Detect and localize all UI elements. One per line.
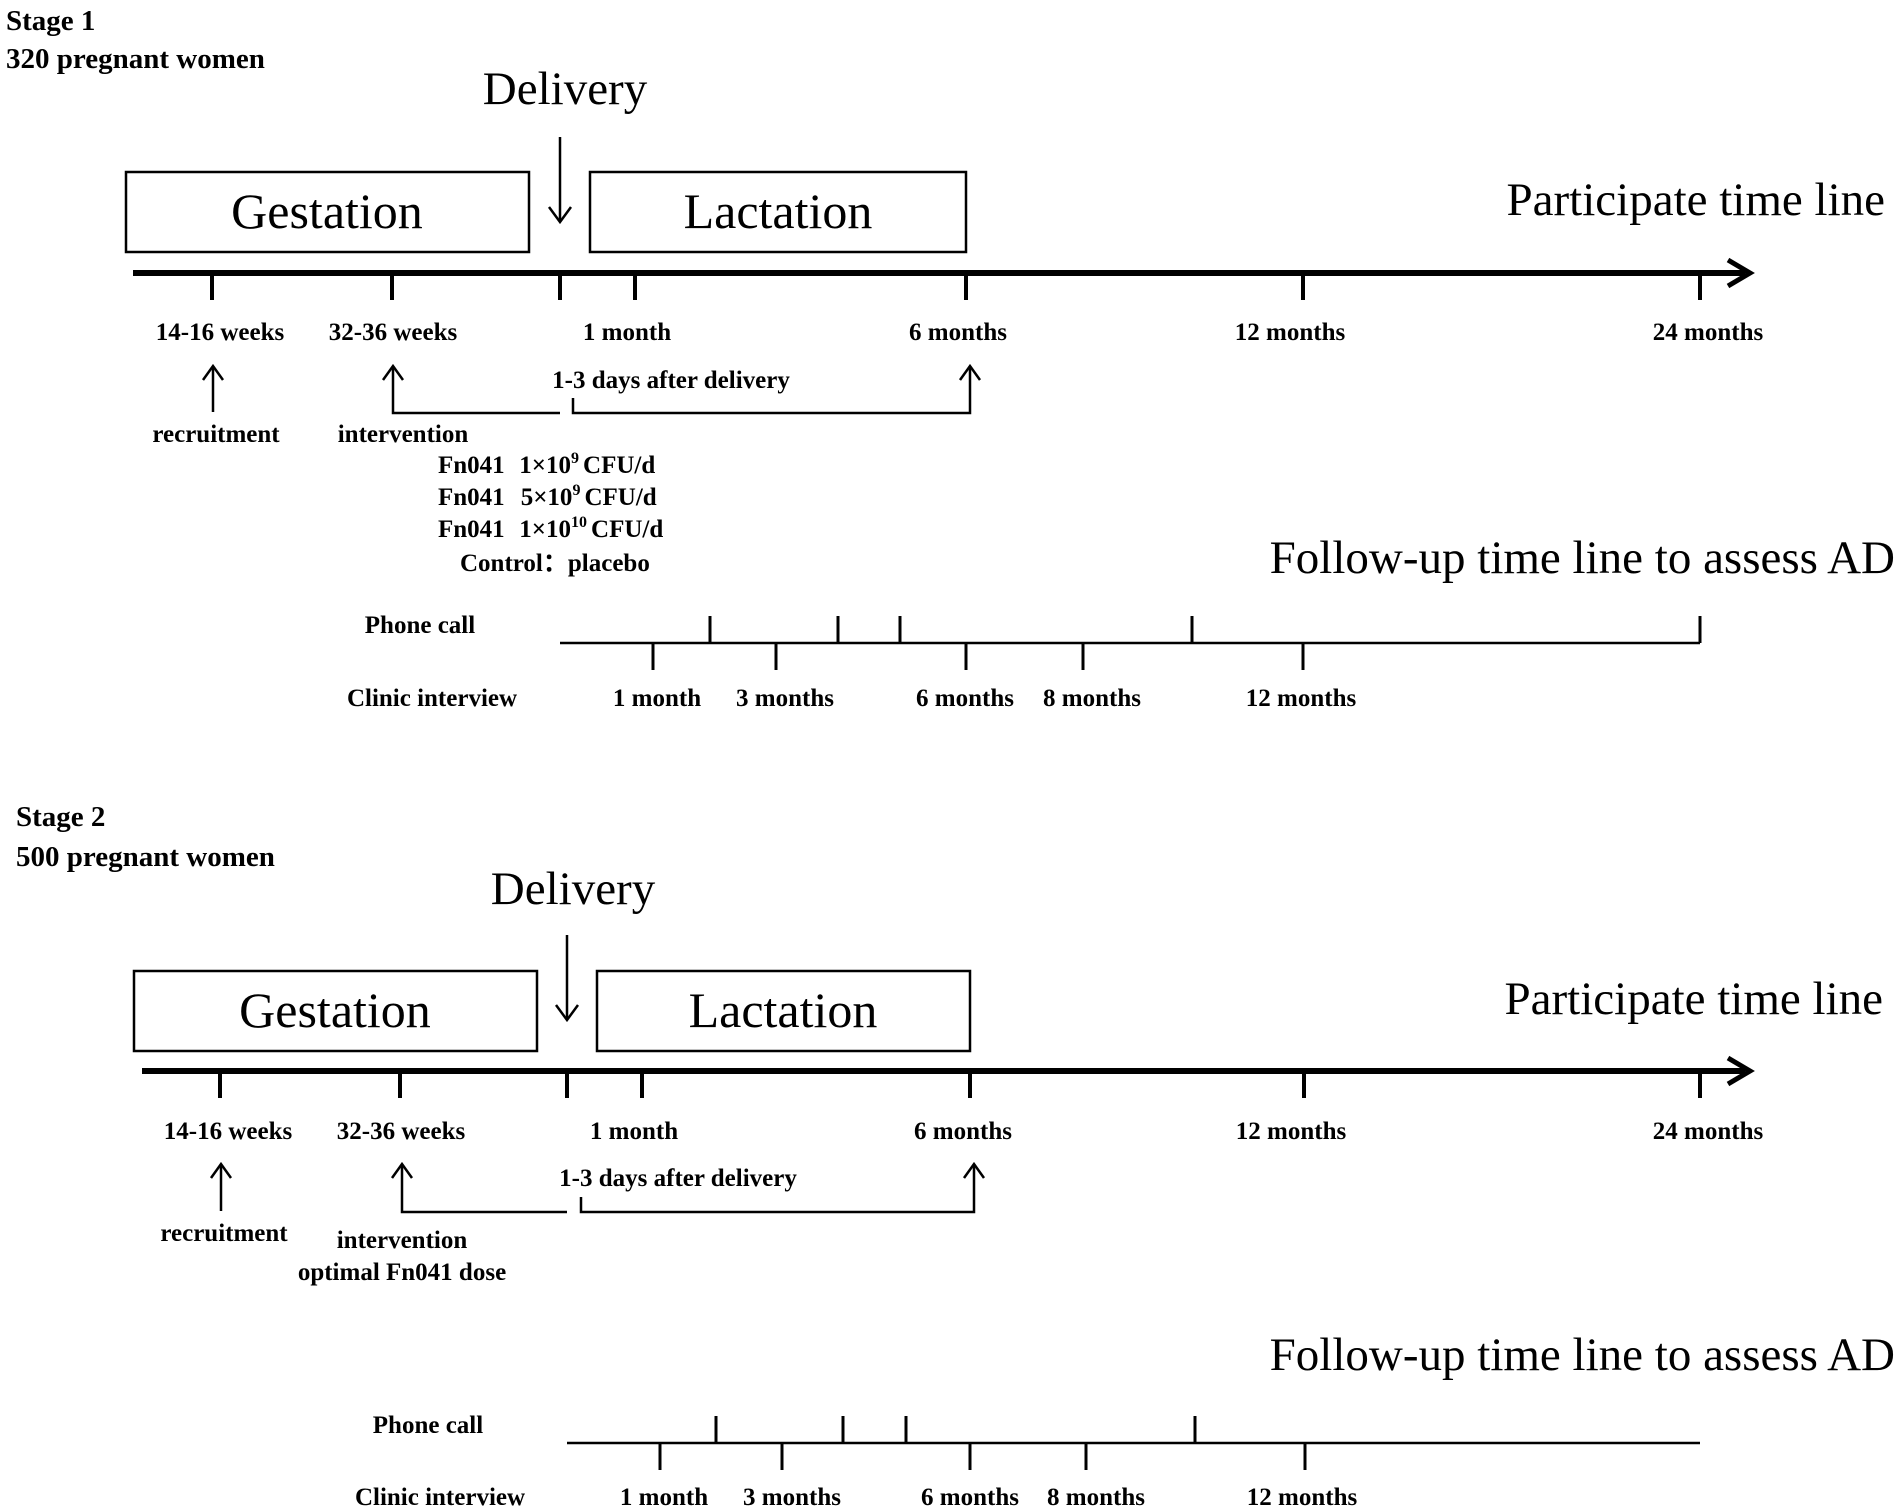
delivery-label: Delivery [483, 63, 648, 115]
stage-label: Stage 1 [6, 5, 95, 37]
tick-label: 6 months [921, 1484, 1019, 1511]
recruitment-label: recruitment [152, 421, 280, 448]
tick-label: 12 months [1246, 685, 1357, 712]
gestation-label: Gestation [239, 982, 431, 1038]
intervention-label: intervention [338, 421, 469, 448]
participate-timeline-title: Participate time line [1505, 973, 1883, 1025]
delivery-arrowhead [554, 1004, 580, 1023]
participate-ticks [210, 273, 1702, 300]
tick-label: 6 months [909, 319, 1007, 346]
stage-label: Stage 2 [16, 801, 105, 833]
lactation-label: Lactation [684, 183, 873, 239]
followup-timeline-title: Follow-up time line to assess AD [1270, 1329, 1895, 1381]
lactation-label: Lactation [689, 982, 878, 1038]
tick-label: 6 months [914, 1118, 1012, 1145]
intervention-label: intervention [337, 1227, 468, 1254]
tick-label: 14-16 weeks [156, 319, 285, 346]
participants-label: 500 pregnant women [16, 841, 275, 873]
lactation-box [595, 969, 972, 1053]
lactation-bracket [571, 366, 972, 415]
participate-tick-labels: 14-16 weeks 32-36 weeks 1 month 6 months… [156, 319, 1764, 346]
control-item: Control：placebo [460, 550, 650, 577]
optimal-dose-label: optimal Fn041 dose [298, 1259, 506, 1286]
clinic-interview-tick-labels: 1 month 3 months 6 months 8 months 12 mo… [620, 1484, 1358, 1511]
after-delivery-label: 1-3 days after delivery [559, 1165, 797, 1192]
tick-label: 32-36 weeks [329, 319, 458, 346]
clinic-interview-label: Clinic interview [355, 1484, 525, 1511]
lactation-box [588, 170, 968, 254]
participate-timeline-title: Participate time line [1507, 174, 1885, 226]
tick-label: 8 months [1043, 685, 1141, 712]
participate-timeline-arrowhead [1726, 257, 1755, 289]
clinic-interview-tick-labels: 1 month 3 months 6 months 8 months 12 mo… [613, 685, 1357, 712]
phone-call-label: Phone call [373, 1412, 483, 1439]
participate-timeline-arrowhead [1726, 1055, 1755, 1087]
delivery-label: Delivery [491, 863, 656, 915]
gestation-label: Gestation [231, 183, 423, 239]
lactation-bracket [579, 1164, 976, 1214]
tick-label: 1 month [583, 319, 671, 346]
tick-label: 3 months [743, 1484, 841, 1511]
lactation-arrowhead [958, 363, 982, 381]
lactation-arrowhead [962, 1161, 986, 1179]
participants-label: 320 pregnant women [6, 43, 265, 75]
tick-label: 1 month [620, 1484, 708, 1511]
tick-label: 1 month [613, 685, 701, 712]
phone-call-ticks [714, 1416, 1197, 1443]
tick-label: 12 months [1247, 1484, 1358, 1511]
tick-label: 24 months [1653, 319, 1764, 346]
gestation-box [132, 969, 539, 1053]
intervention-arrowhead [381, 363, 405, 381]
recruitment-arrowhead [209, 1161, 233, 1179]
after-delivery-label: 1-3 days after delivery [552, 367, 790, 394]
stage-1: Stage 1 320 pregnant women Delivery Gest… [6, 5, 1895, 712]
phone-call-ticks [708, 616, 1702, 643]
intervention-bracket [400, 1164, 567, 1214]
delivery-arrowhead [547, 206, 573, 225]
phone-call-label: Phone call [365, 612, 475, 639]
tick-label: 12 months [1236, 1118, 1347, 1145]
clinic-interview-ticks [658, 1443, 1307, 1470]
followup-timeline-title: Follow-up time line to assess AD [1270, 532, 1895, 584]
intervention-bracket [391, 366, 560, 415]
gestation-box [124, 170, 531, 254]
tick-label: 14-16 weeks [164, 1118, 293, 1145]
tick-label: 8 months [1047, 1484, 1145, 1511]
tick-label: 3 months [736, 685, 834, 712]
clinic-interview-ticks [651, 643, 1305, 670]
recruitment-arrowhead [201, 363, 225, 381]
participate-ticks [218, 1071, 1702, 1098]
tick-label: 6 months [916, 685, 1014, 712]
clinic-interview-label: Clinic interview [347, 685, 517, 712]
participate-tick-labels: 14-16 weeks 32-36 weeks 1 month 6 months… [164, 1118, 1764, 1145]
tick-label: 1 month [590, 1118, 678, 1145]
intervention-arrowhead [390, 1161, 414, 1179]
recruitment-label: recruitment [160, 1220, 288, 1247]
stage-2: Stage 2 500 pregnant women Delivery Gest… [16, 801, 1895, 1511]
tick-label: 24 months [1653, 1118, 1764, 1145]
tick-label: 12 months [1235, 319, 1346, 346]
tick-label: 32-36 weeks [337, 1118, 466, 1145]
